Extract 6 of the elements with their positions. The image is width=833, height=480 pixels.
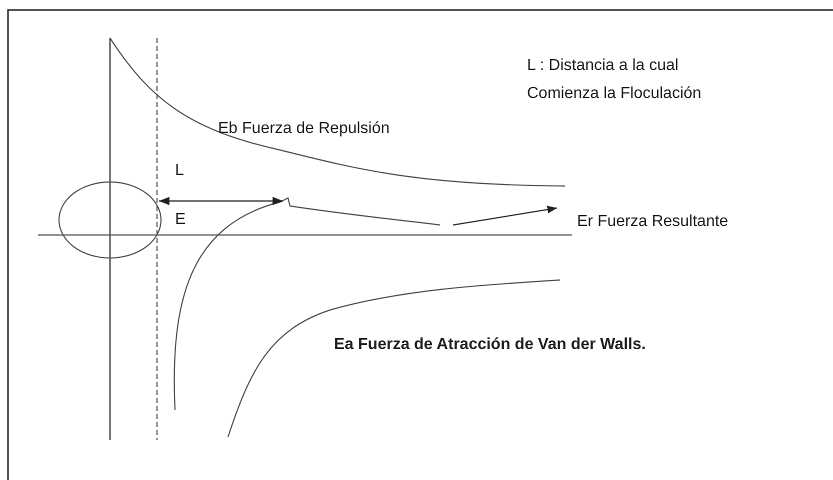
symbol-label: L — [175, 161, 184, 181]
note-text: L : Distancia a la cual Comienza la Floculación — [527, 56, 702, 104]
curve-label: Er Fuerza Resultante — [577, 212, 728, 232]
curve-label: Eb Fuerza de Repulsión — [218, 119, 390, 139]
curve-label: Ea Fuerza de Atracción de Van der Walls. — [334, 335, 646, 355]
symbol-label: E — [175, 210, 186, 230]
